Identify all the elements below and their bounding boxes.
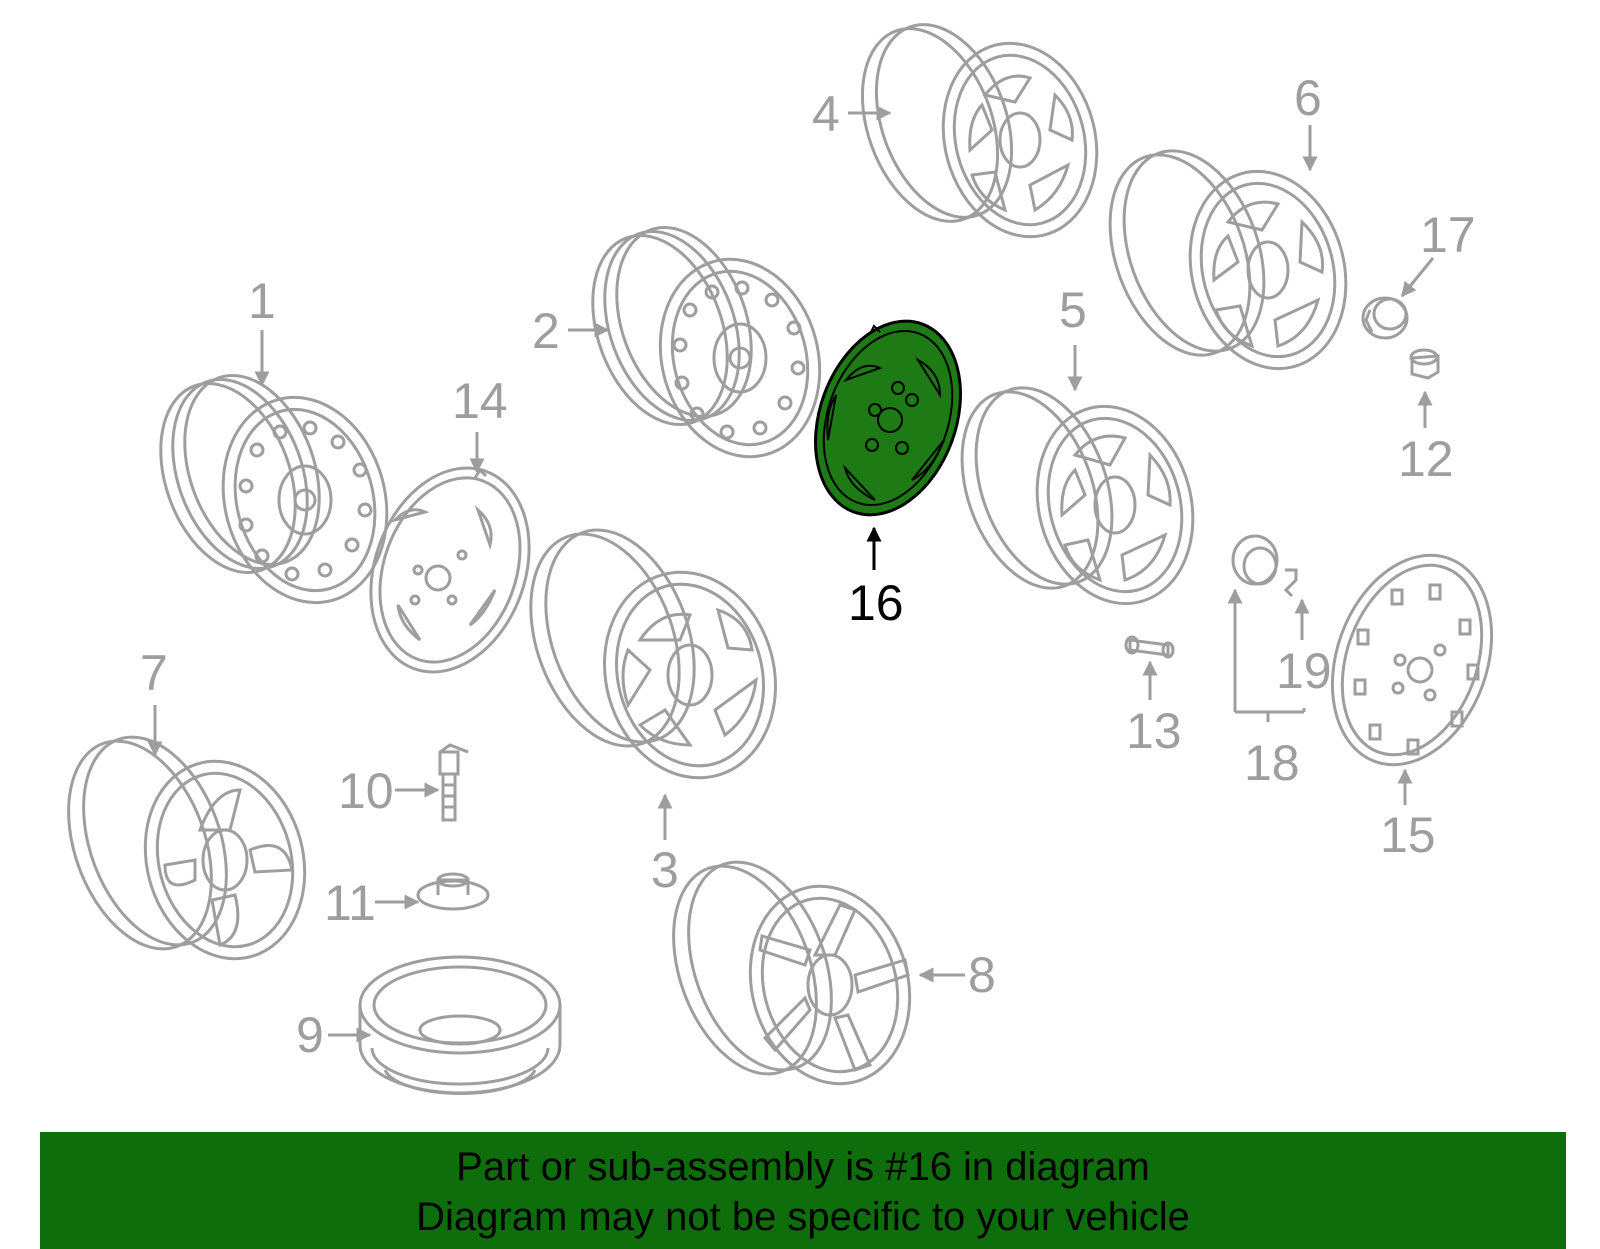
part-2-steel-wheel[interactable]	[568, 209, 841, 475]
callout-2: 2	[532, 303, 560, 359]
part-15-wheel-cover[interactable]	[1305, 533, 1520, 787]
callout-7: 7	[140, 645, 168, 701]
callout-17: 17	[1420, 207, 1476, 263]
part-1-steel-wheel[interactable]	[136, 357, 409, 621]
part-6-alloy-wheel[interactable]	[1084, 131, 1367, 386]
part-4-alloy-wheel[interactable]	[838, 6, 1118, 254]
callout-3: 3	[651, 842, 679, 898]
part-12-lug-nut[interactable]	[1411, 350, 1438, 378]
part-11-lug-nut[interactable]	[418, 874, 488, 909]
part-5-alloy-wheel[interactable]	[937, 369, 1214, 621]
part-16-wheel-cover-highlighted[interactable]	[790, 301, 986, 535]
part-9-spare-wheel[interactable]	[360, 957, 560, 1093]
part-17-center-cap[interactable]	[1363, 298, 1407, 338]
callout-18: 18	[1244, 735, 1300, 791]
callout-4: 4	[812, 86, 840, 142]
callout-11: 11	[324, 875, 376, 931]
part-10-valve-stem[interactable]	[440, 745, 468, 820]
part-7-alloy-wheel[interactable]	[42, 717, 326, 976]
part-14-wheel-cover[interactable]	[344, 446, 557, 695]
part-8-alloy-wheel[interactable]	[647, 842, 931, 1101]
part-18-center-cap-assembly[interactable]	[1233, 536, 1277, 584]
leader-17	[1400, 257, 1435, 298]
callout-1: 1	[248, 273, 276, 329]
callout-19: 19	[1276, 643, 1332, 699]
callout-16: 16	[848, 575, 904, 631]
callout-15: 15	[1380, 807, 1436, 863]
part-13-valve-stem[interactable]	[1126, 637, 1173, 657]
callout-5: 5	[1059, 282, 1087, 338]
info-banner: Part or sub-assembly is #16 in diagram D…	[40, 1132, 1566, 1249]
banner-line-2: Diagram may not be specific to your vehi…	[416, 1195, 1190, 1239]
callout-8: 8	[968, 947, 996, 1003]
callout-6: 6	[1294, 70, 1322, 126]
callout-9: 9	[296, 1007, 324, 1063]
part-19-clip[interactable]	[1285, 570, 1296, 596]
banner-line-1: Part or sub-assembly is #16 in diagram	[456, 1145, 1150, 1189]
part-3-alloy-wheel[interactable]	[503, 509, 798, 797]
callout-13: 13	[1126, 703, 1182, 759]
callout-14: 14	[452, 373, 508, 429]
callout-12: 12	[1398, 431, 1454, 487]
callout-10: 10	[338, 763, 394, 819]
